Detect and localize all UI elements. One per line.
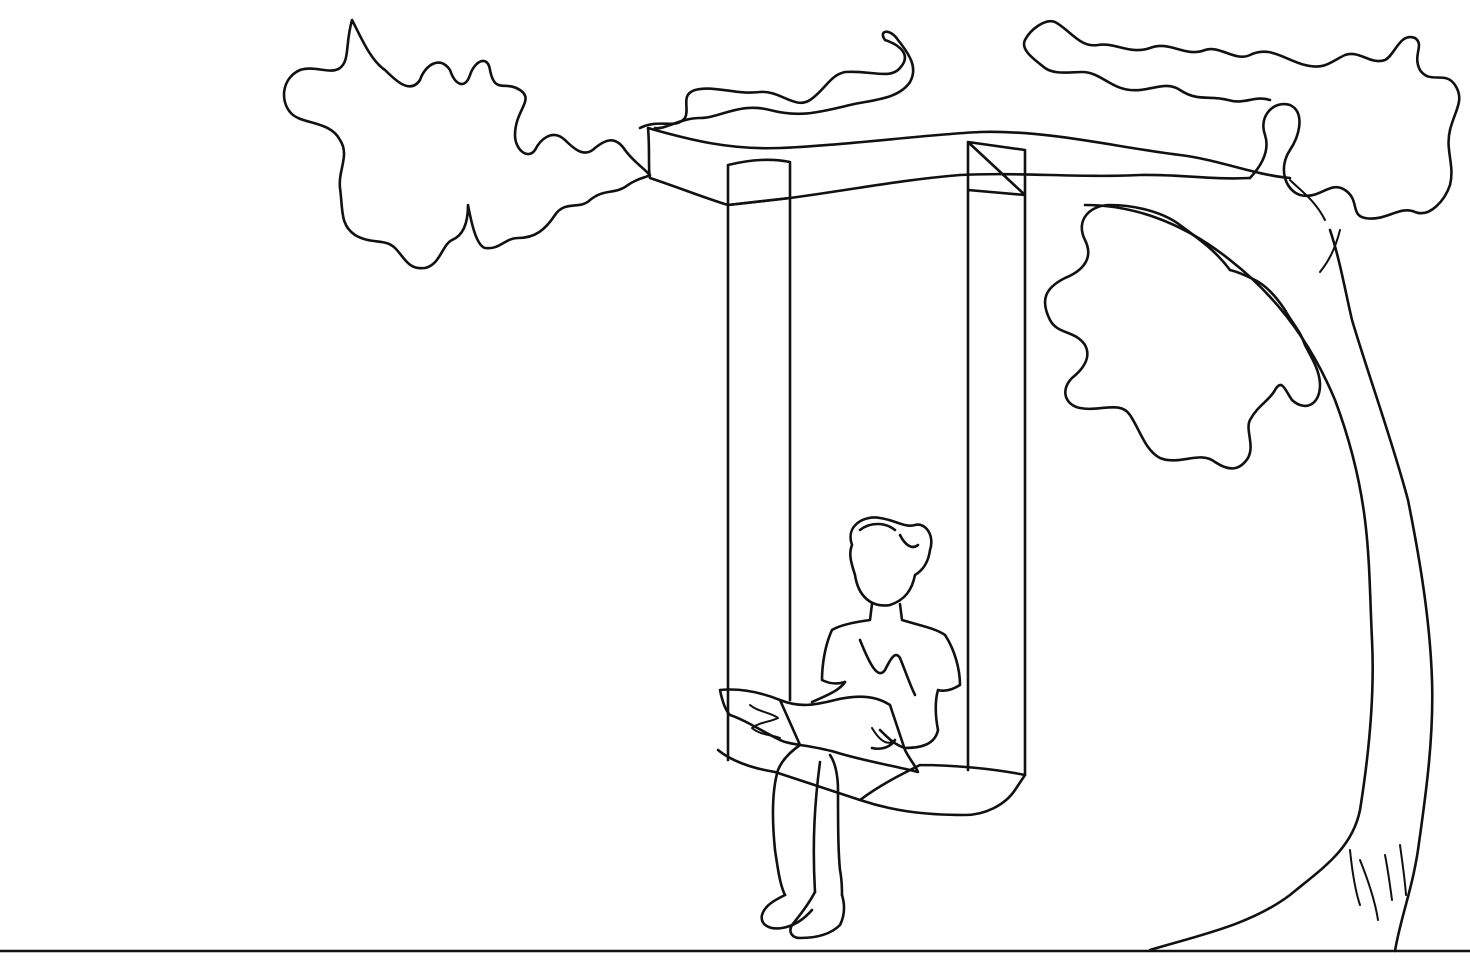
boy-legs xyxy=(771,743,844,897)
boy-arms xyxy=(810,680,940,751)
boy-head xyxy=(849,516,933,607)
swing-rope-right xyxy=(966,140,1027,777)
swing-rope-left xyxy=(726,158,792,762)
book xyxy=(718,688,920,774)
tree-trunk-left xyxy=(1083,203,1374,952)
foliage-right-top xyxy=(1022,19,1461,220)
boy-torso xyxy=(820,602,962,732)
foliage-right-middle xyxy=(1043,203,1322,470)
swing-seat xyxy=(716,748,1027,817)
boy-hand xyxy=(749,704,893,744)
foliage-left xyxy=(282,18,652,270)
tree-trunk-right xyxy=(1328,228,1434,953)
tree-bark-detail xyxy=(1289,179,1407,921)
foliage-top-curl xyxy=(638,30,915,130)
boy-feet xyxy=(760,890,846,940)
tree-branch xyxy=(646,126,1292,207)
